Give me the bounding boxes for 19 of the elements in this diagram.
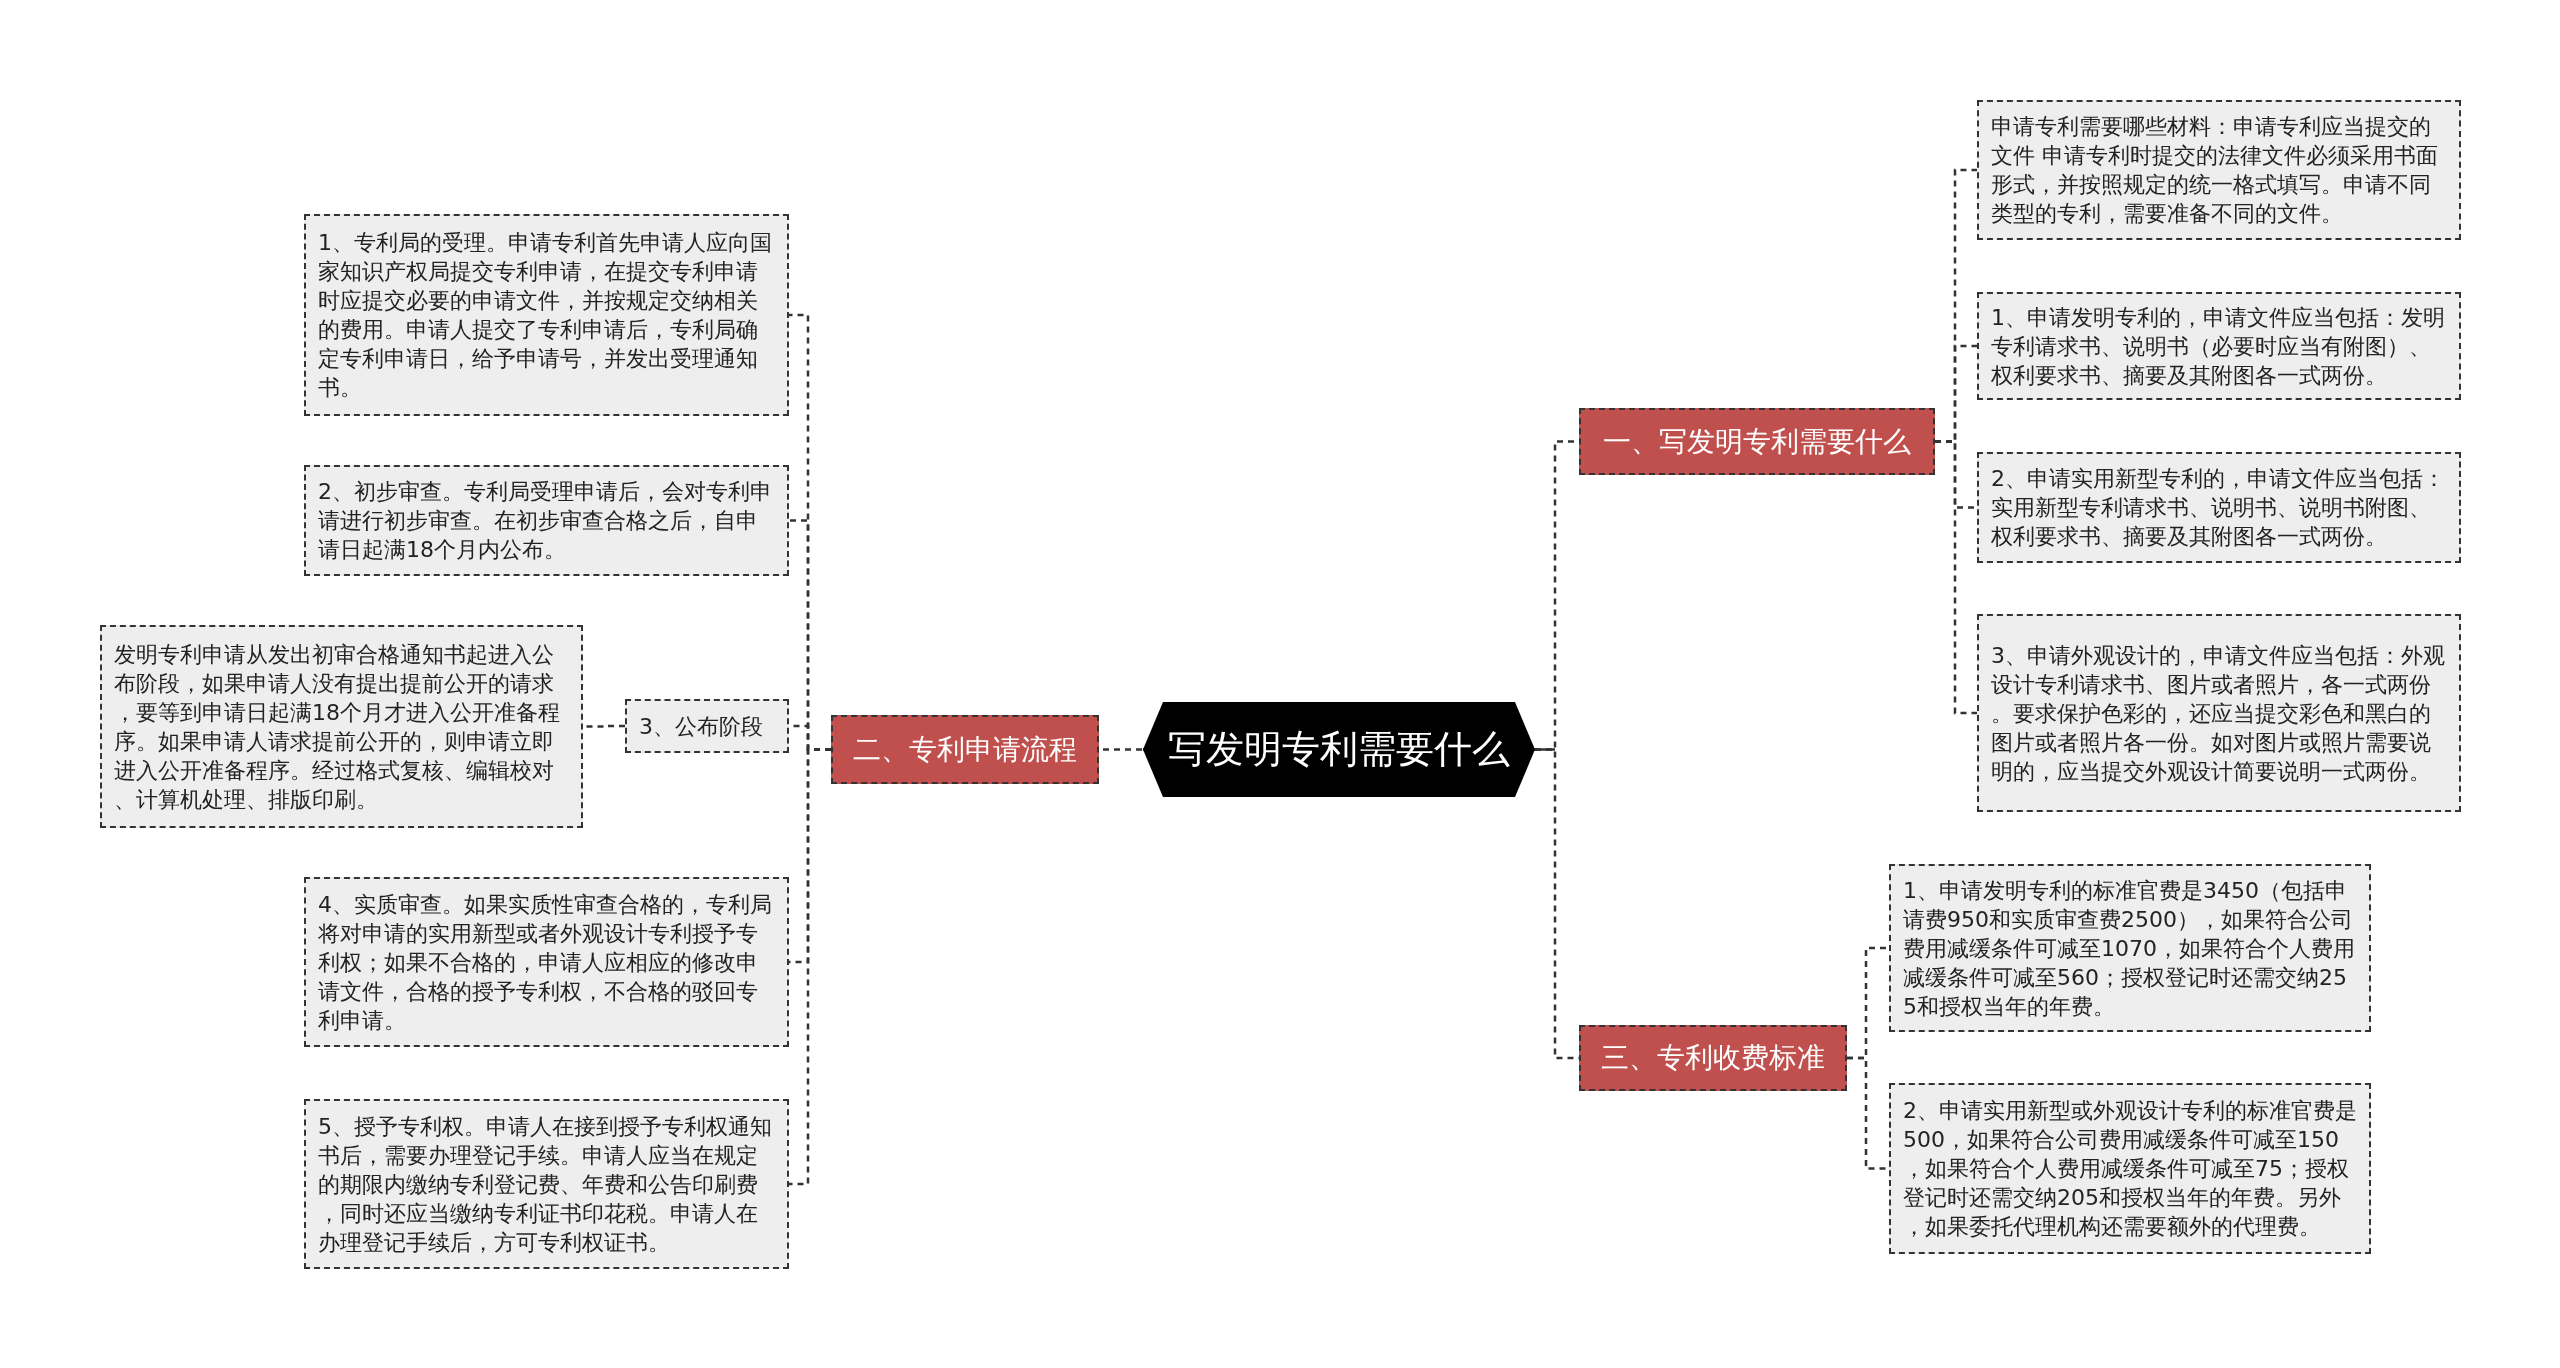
text-box: 1、申请发明专利的标准官费是3450（包括申请费950和实质审查费2500），如果符合公司费用减缓条件可减至1070，如果符合个人费用减缓条件可减至560；授权登记时还需交纳255和授权当年的年费。 (1889, 864, 2371, 1032)
text-box: 2、申请实用新型或外观设计专利的标准官费是500，如果符合公司费用减缓条件可减至150，如果符合个人费用减缓条件可减至75；授权登记时还需交纳205和授权当年的年费。另外，如果委托代理机构还需要额外的代理费。 (1889, 1083, 2371, 1254)
text-box: 发明专利申请从发出初审合格通知书起进入公布阶段，如果申请人没有提出提前公开的请求，要等到申请日起满18个月才进入公开准备程序。如果申请人请求提前公开的，则申请立即进入公开准备程序。经过格式复核、编辑校对、计算机处理、排版印刷。 (100, 625, 583, 828)
text-box: 3、申请外观设计的，申请文件应当包括：外观设计专利请求书、图片或者照片，各一式两份。要求保护色彩的，还应当提交彩色和黑白的图片或者照片各一份。如对图片或照片需要说明的，应当提交外观设计简要说明一式两份。 (1977, 614, 2461, 812)
text-box: 2、初步审查。专利局受理申请后，会对专利申请进行初步审查。在初步审查合格之后，自申请日起满18个月内公布。 (304, 465, 789, 576)
branch-box: 三、专利收费标准 (1579, 1025, 1847, 1091)
text-box: 1、专利局的受理。申请专利首先申请人应向国家知识产权局提交专利申请，在提交专利申请时应提交必要的申请文件，并按规定交纳相关的费用。申请人提交了专利申请后，专利局确定专利申请日，给予申请号，并发出受理通知书。 (304, 214, 789, 416)
connector-line (1935, 440, 1977, 715)
text-box: 2、申请实用新型专利的，申请文件应当包括：实用新型专利请求书、说明书、说明书附图、权利要求书、摘要及其附图各一式两份。 (1977, 452, 2461, 563)
branch-box: 一、写发明专利需要什么 (1579, 408, 1935, 475)
text-box: 1、申请发明专利的，申请文件应当包括：发明专利请求书、说明书（必要时应当有附图）、权利要求书、摘要及其附图各一式两份。 (1977, 292, 2461, 400)
text-box: 3、公布阶段 (625, 699, 789, 753)
text-box: 申请专利需要哪些材料：申请专利应当提交的文件 申请专利时提交的法律文件必须采用书面形式，并按照规定的统一格式填写。申请不同类型的专利，需要准备不同的文件。 (1977, 100, 2461, 240)
connector-line (789, 748, 831, 1186)
text-box: 4、实质审查。如果实质性审查合格的，专利局将对申请的实用新型或者外观设计专利授予专利权；如果不合格的，申请人应相应的修改申请文件，合格的授予专利权，不合格的驳回专利申请。 (304, 877, 789, 1047)
text-box: 5、授予专利权。申请人在接到授予专利权通知书后，需要办理登记手续。申请人应当在规定的期限内缴纳专利登记费、年费和公告印刷费，同时还应当缴纳专利证书印花税。申请人在办理登记手续后，方可专利权证书。 (304, 1099, 789, 1269)
central-topic: 写发明专利需要什么 (1143, 702, 1535, 797)
connector-line (1847, 1056, 1889, 1170)
branch-box: 二、专利申请流程 (831, 715, 1099, 784)
